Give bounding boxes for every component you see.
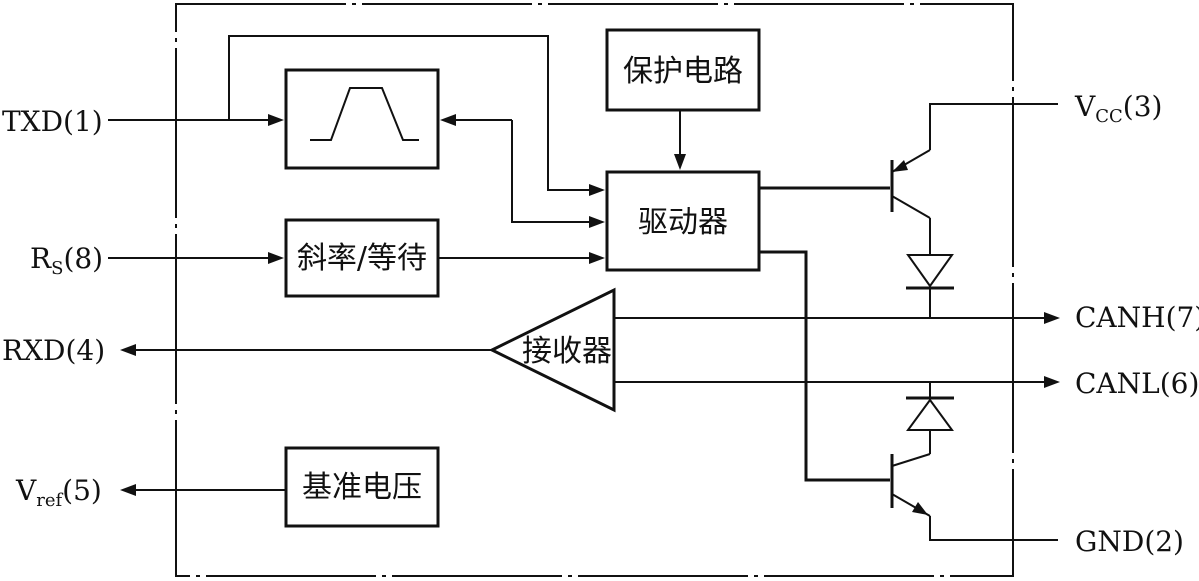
driver-low-drive [759, 250, 890, 482]
svg-text:接收器: 接收器 [522, 334, 612, 369]
pin-gnd-label: GND(2) [1075, 525, 1184, 558]
vref-wire [120, 484, 286, 496]
canh-wire [614, 312, 1060, 324]
pin-vcc-label: VCC(3) [1074, 90, 1162, 127]
svg-text:基准电压: 基准电压 [302, 470, 422, 505]
protection-circuit-block: 保护电路 [605, 28, 761, 112]
txd-wire [108, 35, 605, 196]
chip-outline [175, 3, 1014, 577]
svg-text:保护电路: 保护电路 [623, 54, 743, 89]
svg-text:驱动器: 驱动器 [638, 205, 728, 240]
pin-vref-label: Vref(5) [15, 474, 102, 511]
rs-wire [108, 252, 284, 264]
canl-wire [614, 376, 1060, 388]
lower-transistor-symbol [890, 453, 1058, 541]
slope-standby-block: 斜率/等待 [284, 218, 440, 298]
svg-text:Vref(5): Vref(5) [15, 474, 102, 511]
slope-driver-link [438, 252, 605, 264]
svg-text:VCC(3): VCC(3) [1074, 90, 1162, 127]
driver-block: 驱动器 [605, 170, 761, 272]
upper-diode-symbol [906, 254, 954, 318]
pulse-shaper-block [284, 68, 440, 170]
svg-text:斜率/等待: 斜率/等待 [297, 241, 427, 276]
rxd-wire [120, 344, 492, 356]
protection-driver-link [674, 110, 686, 170]
pin-canh-label: CANH(7) [1075, 301, 1199, 334]
pin-txd-label: TXD(1) [2, 105, 103, 138]
pulse-driver-link [440, 114, 605, 228]
pin-rxd-label: RXD(4) [2, 334, 105, 367]
pin-rs-label: RS(8) [30, 242, 103, 279]
upper-transistor-symbol [890, 103, 1058, 255]
pin-canl-label: CANL(6) [1075, 367, 1199, 400]
lower-diode-symbol [906, 382, 954, 454]
reference-voltage-block: 基准电压 [284, 446, 440, 528]
svg-text:RS(8): RS(8) [30, 242, 103, 279]
receiver-block: 接收器 [488, 287, 616, 413]
